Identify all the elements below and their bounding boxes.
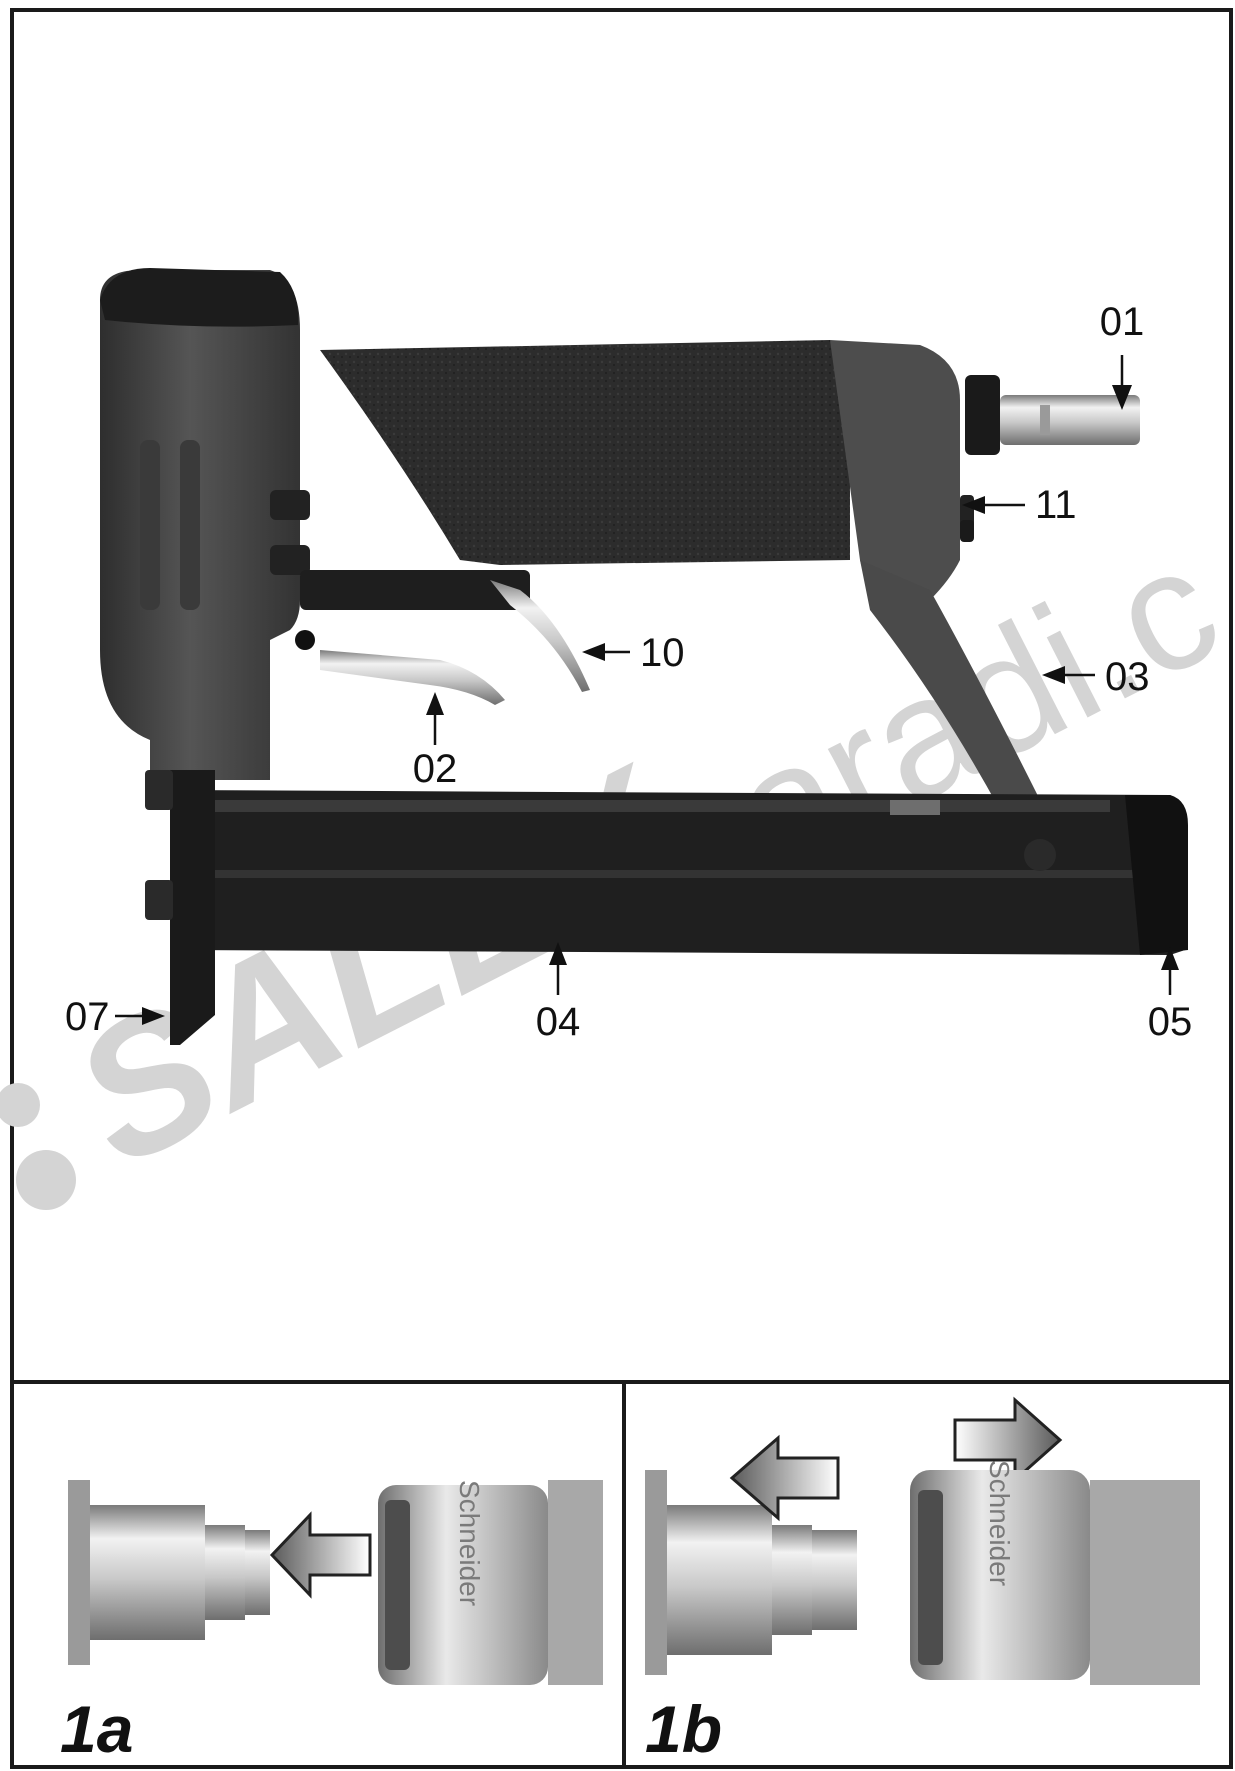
trigger <box>320 650 505 705</box>
stapler-illustration <box>100 268 1188 1045</box>
plug-1b <box>645 1470 857 1675</box>
panel-1b: Schneider 1b <box>645 1396 1200 1766</box>
coupler-text-1b: Schneider <box>984 1460 1015 1586</box>
panel-label-1a: 1a <box>60 1692 133 1766</box>
callout-label-02: 02 <box>413 747 458 791</box>
plug-1a <box>68 1480 270 1665</box>
nose <box>170 770 215 1045</box>
arrow-left-1b <box>729 1434 840 1522</box>
callout-label-01: 01 <box>1100 300 1145 344</box>
trigger-bracket <box>300 570 530 610</box>
callout-11: 11 <box>962 483 1077 527</box>
safety-lever <box>490 580 590 692</box>
callout-10: 10 <box>582 631 685 675</box>
coupler-text-1a: Schneider <box>454 1480 485 1606</box>
callouts: 01 11 10 03 02 07 <box>65 300 1192 1044</box>
callout-label-07: 07 <box>65 995 110 1039</box>
arrow-right-1b <box>953 1396 1063 1484</box>
callout-01: 01 <box>1100 300 1145 410</box>
handle-strut <box>860 560 1040 810</box>
callout-label-03: 03 <box>1105 655 1150 699</box>
coupler-1b: Schneider <box>910 1460 1200 1685</box>
magazine-end-cap <box>1125 795 1188 955</box>
callout-02: 02 <box>413 692 458 791</box>
arrow-left-1a <box>269 1511 372 1599</box>
panel-1a: Schneider 1a <box>60 1480 603 1766</box>
rear-cap <box>100 268 299 327</box>
frame-lines <box>10 8 1233 1769</box>
callout-label-05: 05 <box>1148 1000 1193 1044</box>
panel-label-1b: 1b <box>645 1692 722 1766</box>
callout-05: 05 <box>1148 947 1193 1044</box>
coupler-1a: Schneider <box>378 1480 603 1685</box>
fitting-connector <box>1000 395 1140 445</box>
fitting-nut <box>965 375 1000 455</box>
callout-label-04: 04 <box>536 1000 581 1044</box>
callout-03: 03 <box>1042 655 1150 699</box>
callout-label-11: 11 <box>1035 483 1077 527</box>
front-head <box>830 340 960 619</box>
callout-04: 04 <box>536 942 581 1044</box>
callout-label-10: 10 <box>640 631 685 675</box>
grip <box>320 340 850 565</box>
callout-07: 07 <box>65 995 165 1039</box>
